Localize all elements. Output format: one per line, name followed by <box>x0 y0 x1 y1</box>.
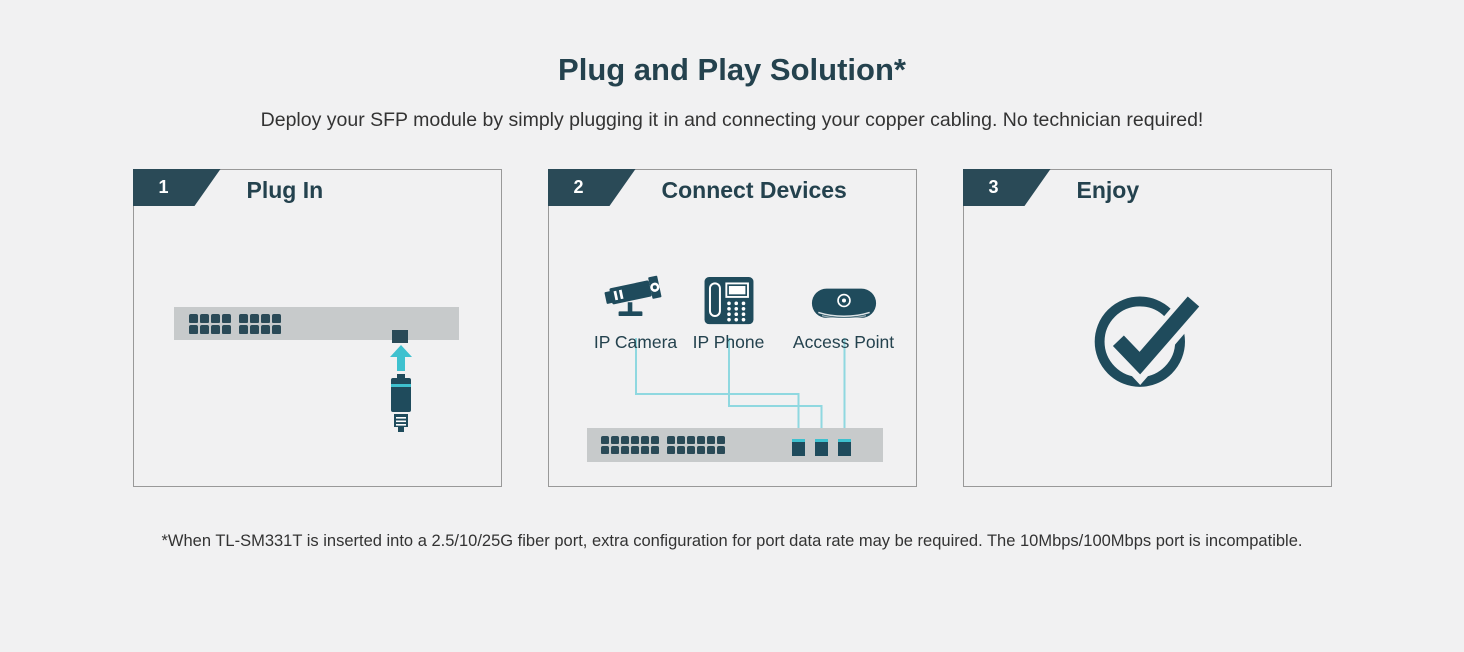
sfp-slot <box>391 330 408 343</box>
step3-number-badge: 3 <box>963 169 1051 206</box>
step3-header: 3 Enjoy <box>963 169 1140 206</box>
step-card-enjoy: 3 Enjoy <box>962 169 1332 487</box>
switch-ports <box>600 436 725 454</box>
device-label-ip-camera: IP Camera <box>593 332 678 352</box>
footnote: *When TL-SM331T is inserted into a 2.5/1… <box>161 532 1303 550</box>
step-card-connect-devices: 2 Connect Devices <box>547 169 917 487</box>
device-ip-camera: IP Camera <box>594 232 677 352</box>
step1-number-badge: 1 <box>133 169 221 206</box>
access-point-icon <box>811 288 876 319</box>
step2-header: 2 Connect Devices <box>548 169 847 206</box>
device-access-point: Access Point <box>793 232 894 352</box>
check-circle-icon <box>1088 286 1206 392</box>
step3-title: Enjoy <box>1076 177 1140 203</box>
sfp-module-icon <box>388 374 414 432</box>
step2-number: 2 <box>573 177 584 197</box>
switch-illustration <box>586 428 883 462</box>
plug-and-play-section: Plug and Play Solution* Deploy your SFP … <box>0 52 1464 551</box>
device-ip-phone: IP Phone <box>693 232 764 352</box>
ip-phone-icon <box>704 277 753 325</box>
device-label-ip-phone: IP Phone <box>692 332 765 352</box>
step2-title: Connect Devices <box>661 177 847 203</box>
sfp-port <box>791 439 805 456</box>
sfp-port <box>814 439 828 456</box>
step1-header: 1 Plug In <box>133 169 324 206</box>
step3-number: 3 <box>988 177 999 197</box>
switch-ports <box>188 313 281 334</box>
page-title: Plug and Play Solution* <box>558 52 906 87</box>
sfp-port <box>837 439 851 456</box>
up-arrow-icon <box>389 345 412 371</box>
switch-illustration <box>173 307 459 343</box>
connection-lines <box>634 338 845 441</box>
device-label-access-point: Access Point <box>792 332 895 352</box>
cctv-camera-icon <box>604 275 661 316</box>
step-card-plug-in: 1 Plug In <box>132 169 502 487</box>
page-subtitle: Deploy your SFP module by simply pluggin… <box>260 109 1204 131</box>
step1-title: Plug In <box>246 177 324 203</box>
steps-row: 1 Plug In <box>0 169 1464 487</box>
step1-number: 1 <box>158 177 169 197</box>
